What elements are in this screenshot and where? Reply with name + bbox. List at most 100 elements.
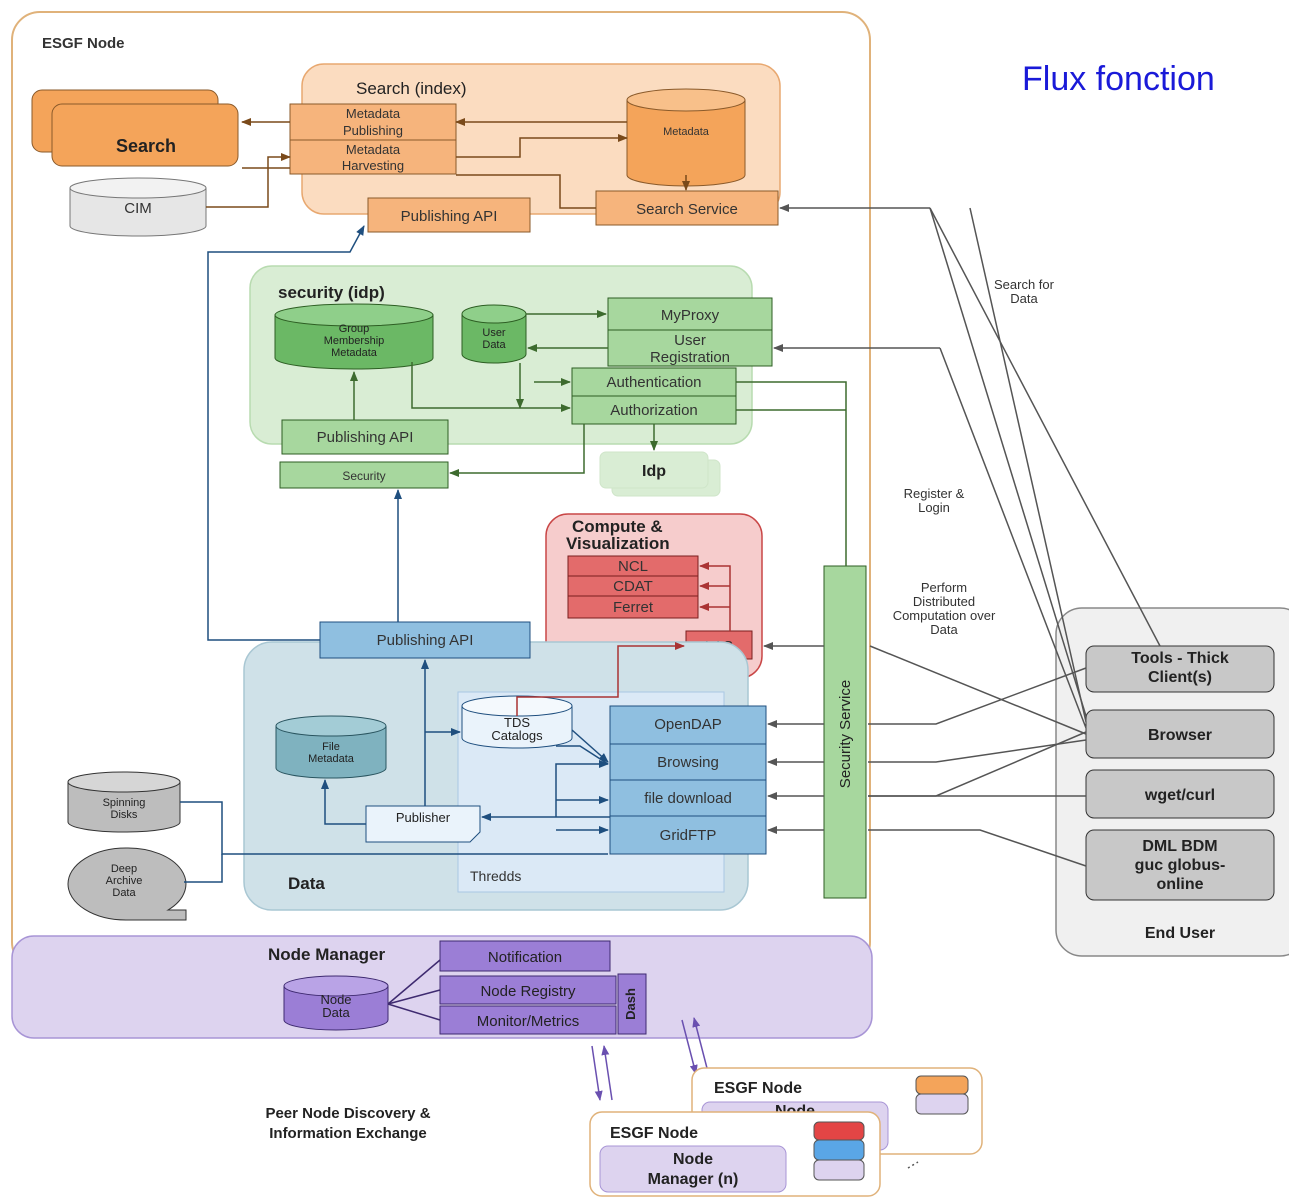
tools-thick-client-box <box>1085 645 1275 693</box>
perform-l3: Computation over <box>893 608 996 623</box>
register-login-l2: Login <box>918 500 950 515</box>
dml-bdm-box <box>1085 829 1275 901</box>
file-download-label: file download <box>644 790 732 807</box>
ncl-label: NCL <box>618 558 648 575</box>
authentication-label: Authentication <box>606 374 701 391</box>
page-title: Flux fonction <box>1022 60 1215 98</box>
svg-text:Metadata: Metadata <box>308 753 355 765</box>
security-publishing-api-box <box>281 419 449 455</box>
cdat-label: CDAT <box>613 578 653 595</box>
svg-text:Deep: Deep <box>111 863 137 875</box>
peer-node-2-sub-l1: Node <box>673 1151 713 1168</box>
peer-node-1-db <box>915 1075 969 1115</box>
peer-node-2-title: ESGF Node <box>610 1125 698 1142</box>
svg-text:Membership: Membership <box>324 335 385 347</box>
publisher-doc: Publisher <box>365 805 481 843</box>
metadata-publishing-l1: Metadata <box>346 106 401 121</box>
search-index-title: Search (index) <box>356 79 467 98</box>
node-registry-label: Node Registry <box>480 983 576 1000</box>
wget-curl-box <box>1085 769 1275 819</box>
browsing-label: Browsing <box>657 754 719 771</box>
tools-thick-client-l2: Client(s) <box>1148 669 1212 686</box>
search-label: Search <box>116 136 176 156</box>
svg-text:Data: Data <box>112 887 136 899</box>
svg-text:Disks: Disks <box>111 809 138 821</box>
ferret-box <box>567 595 699 619</box>
metadata-publishing-l2: Publishing <box>343 123 403 138</box>
dml-bdm-l3: online <box>1156 876 1203 893</box>
tools-thick-client-l1: Tools - Thick <box>1131 650 1229 667</box>
svg-text:Data: Data <box>482 339 506 351</box>
security-label: Security <box>342 469 385 483</box>
dml-bdm-l1: DML BDM <box>1142 838 1217 855</box>
peer-node-1-title: ESGF Node <box>714 1080 802 1097</box>
search-service-label: Search Service <box>636 201 738 218</box>
opendap-box <box>609 705 767 745</box>
node-manager-title: Node Manager <box>268 945 386 964</box>
file-metadata-db: File Metadata <box>275 715 387 779</box>
myproxy-label: MyProxy <box>661 307 720 324</box>
search-for-data-l1: Search for <box>994 277 1055 292</box>
svg-text:File: File <box>322 741 340 753</box>
deep-archive-tape: Deep Archive Data <box>67 847 187 921</box>
ferret-label: Ferret <box>613 599 654 616</box>
svg-text:Group: Group <box>339 323 370 335</box>
svg-text:Publisher: Publisher <box>396 810 451 825</box>
idp-card <box>599 451 709 489</box>
register-login-l1: Register & <box>904 486 965 501</box>
browser-label: Browser <box>1148 727 1212 744</box>
svg-text:Archive: Archive <box>106 875 143 887</box>
peer-label-l1: Peer Node Discovery & <box>265 1105 430 1122</box>
compute-title-l1: Compute & <box>572 517 663 536</box>
security-service-label: Security Service <box>837 680 854 788</box>
security-service-bar <box>823 565 867 899</box>
notification-label: Notification <box>488 949 562 966</box>
user-data-db: User Data <box>461 304 527 364</box>
authorization-label: Authorization <box>610 402 698 419</box>
compute-title-l2: Visualization <box>566 534 670 553</box>
svg-text:Data: Data <box>322 1005 350 1020</box>
monitor-metrics-label: Monitor/Metrics <box>477 1013 580 1030</box>
security-publishing-api-label: Publishing API <box>317 429 414 446</box>
svg-text:Metadata: Metadata <box>663 126 710 138</box>
svg-text:TDS: TDS <box>504 715 530 730</box>
idp-label: Idp <box>642 463 666 480</box>
gridftp-label: GridFTP <box>660 827 717 844</box>
search-for-data-l2: Data <box>1010 291 1038 306</box>
peer-node-2-manager <box>599 1145 787 1193</box>
user-registration-l2: Registration <box>650 349 730 366</box>
opendap-label: OpenDAP <box>654 716 722 733</box>
node-data-db: Node Data <box>283 975 389 1031</box>
peer-label-l2: Information Exchange <box>269 1125 427 1142</box>
dash-box <box>617 973 647 1035</box>
svg-text:Metadata: Metadata <box>331 347 378 359</box>
metadata-harvesting-l2: Harvesting <box>342 158 404 173</box>
svg-text:Node: Node <box>320 992 351 1007</box>
perform-l4: Data <box>930 622 958 637</box>
search-service-box <box>595 190 779 226</box>
svg-text:Catalogs: Catalogs <box>491 728 543 743</box>
metadata-db: Metadata <box>626 88 746 187</box>
end-user-title: End User <box>1145 925 1215 942</box>
thredds-label: Thredds <box>470 868 521 884</box>
data-title: Data <box>288 874 325 893</box>
notification-box <box>439 940 611 972</box>
search-publishing-api-box <box>367 197 531 233</box>
myproxy-box <box>607 297 773 331</box>
svg-text:User: User <box>482 327 506 339</box>
security-box <box>279 461 449 489</box>
peer-node-2-sub-l2: Manager (n) <box>648 1171 739 1188</box>
peer-ellipsis <box>907 1161 919 1169</box>
gridftp-box <box>609 815 767 855</box>
dash-label: Dash <box>623 988 638 1020</box>
esgf-node-title: ESGF Node <box>42 35 125 52</box>
svg-text:Spinning: Spinning <box>103 797 146 809</box>
metadata-harvesting-l1: Metadata <box>346 142 401 157</box>
user-registration-l1: User <box>674 332 706 349</box>
group-membership-db: Group Membership Metadata <box>274 303 434 370</box>
data-publishing-api-label: Publishing API <box>377 632 474 649</box>
authorization-box <box>571 395 737 425</box>
node-registry-box <box>439 975 617 1005</box>
wget-curl-label: wget/curl <box>1144 787 1215 804</box>
